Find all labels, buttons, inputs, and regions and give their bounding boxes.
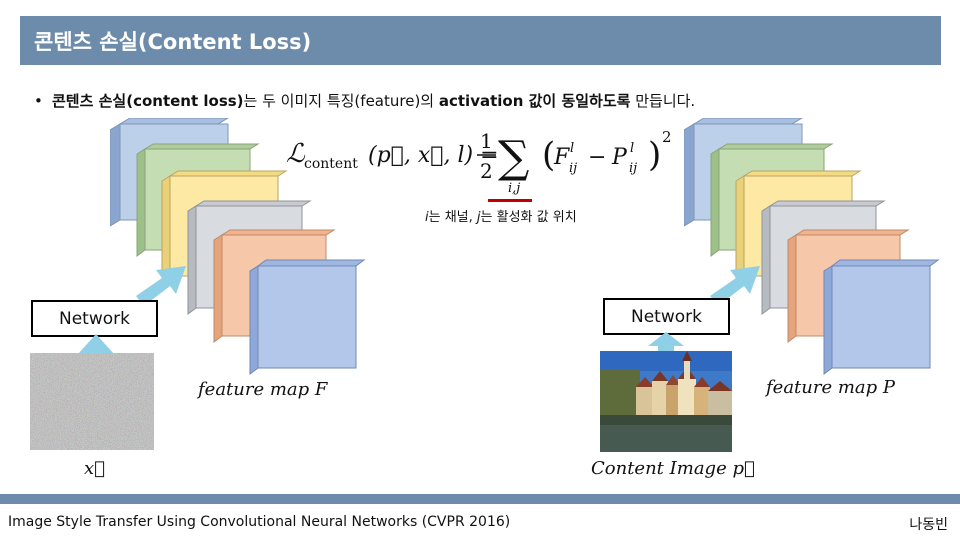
footer-author: 나동빈 (909, 517, 948, 533)
caption-j: j (476, 210, 481, 225)
formula-frac-num: 1 (480, 129, 493, 153)
formula-F-sub: ij (569, 161, 577, 176)
right-network-label: Network (631, 306, 702, 327)
formula-minus: − (588, 145, 606, 170)
formula-P-sup: l (630, 141, 634, 156)
bullet-text-2: 는 두 이미지 특징(feature)의 (243, 92, 439, 110)
title-bar: 콘텐츠 손실(Content Loss) (20, 16, 941, 65)
formula-lhs: ℒ (286, 139, 306, 169)
bullet-text-4: 만듭니다. (630, 92, 696, 110)
content-image-label: Content Image p⃗ (591, 458, 755, 479)
index-caption: i는 채널, j는 활성화 값 위치 (425, 206, 577, 225)
formula-paren-close: ) (648, 135, 661, 175)
right-network-box: Network (603, 298, 730, 335)
left-network-box: Network (31, 300, 158, 337)
right-feature-map-label: feature map P (766, 377, 896, 398)
bullet-marker: • (34, 92, 43, 110)
formula-paren-open: ( (542, 135, 555, 175)
formula-power: 2 (662, 128, 672, 146)
sum-index-underline (488, 199, 532, 202)
left-diagonal-arrow-icon (136, 266, 186, 306)
right-up-arrow-icon (648, 332, 684, 354)
formula-F: F (553, 145, 570, 170)
caption-text-2: 는 활성화 값 위치 (480, 210, 577, 225)
left-feature-stack (110, 118, 366, 375)
right-diagonal-arrow-icon (710, 266, 760, 306)
formula-sum: ∑ (498, 132, 529, 183)
formula-F-sup: l (570, 141, 574, 156)
caption-text-1: 는 채널, (428, 210, 477, 225)
footer-bar (0, 494, 960, 504)
content-loss-formula: ℒ content (p⃗, x⃗, l) = 1 2 ∑ i,j ( F l … (286, 128, 672, 196)
formula-P-sub: ij (629, 161, 637, 176)
noise-image (30, 353, 154, 450)
input-x-label: x⃗ (84, 458, 105, 479)
right-layer-6 (823, 259, 940, 375)
formula-P: P (611, 145, 628, 170)
footer-citation: Image Style Transfer Using Convolutional… (8, 514, 511, 530)
bullet-bold-1: 콘텐츠 손실(content loss) (52, 92, 244, 110)
bullet-bold-3: activation 값이 동일하도록 (438, 92, 631, 110)
left-feature-map-label: feature map F (198, 379, 328, 400)
formula-frac-den: 2 (480, 159, 493, 183)
bullet-line: • 콘텐츠 손실(content loss)는 두 이미지 특징(feature)… (34, 90, 695, 111)
left-network-label: Network (59, 308, 130, 329)
left-layer-6 (249, 259, 366, 375)
caption-i: i (425, 210, 429, 225)
formula-lhs-sub: content (304, 156, 358, 172)
formula-args: (p⃗, x⃗, l) = (368, 143, 499, 168)
content-photo (600, 351, 732, 452)
formula-sum-index: i,j (508, 181, 520, 196)
right-feature-stack (684, 118, 940, 375)
slide-title: 콘텐츠 손실(Content Loss) (34, 30, 312, 54)
